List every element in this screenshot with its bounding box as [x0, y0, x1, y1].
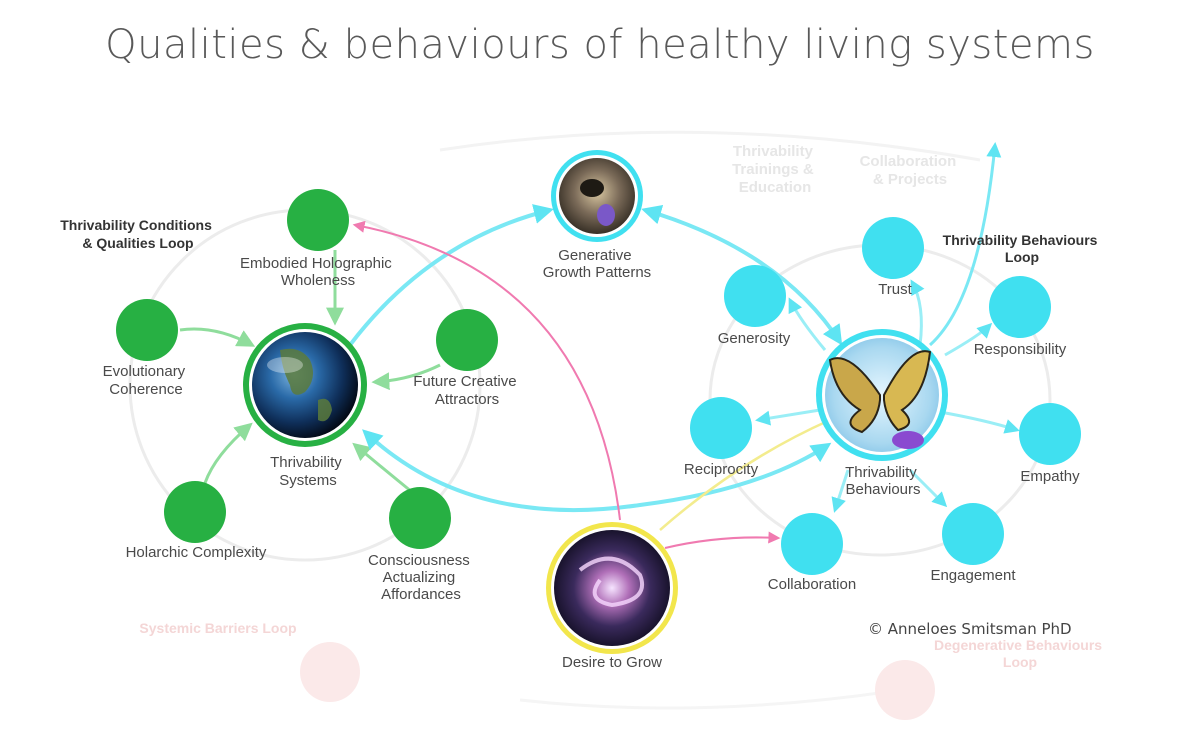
generosity-label: Generosity [718, 330, 791, 347]
holarchic-node [164, 481, 226, 543]
faint-red-node [875, 660, 935, 720]
desire-to-grow-node [546, 522, 678, 654]
trust-label: Trust [878, 281, 912, 298]
empathy-node [1019, 403, 1081, 465]
generative-growth-node [551, 150, 643, 242]
galaxy-icon [578, 556, 644, 608]
conditions-loop-label: Thrivability Conditions & Qualities Loop [60, 217, 216, 251]
green-arrows [179, 250, 441, 494]
consciousness-label: Consciousness Actualizing Affordances [368, 552, 474, 603]
copyright-text: © Anneloes Smitsman PhD [868, 620, 1072, 638]
reciprocity-label: Reciprocity [684, 461, 759, 478]
embodied-node [287, 189, 349, 251]
behaviours-loop-label: Thrivability Behaviours Loop [943, 232, 1102, 265]
earth-icon [280, 348, 332, 422]
behaviours-label: Thrivability Behaviours [845, 464, 921, 498]
engagement-node [942, 503, 1004, 565]
behaviours-nodes [690, 217, 1081, 575]
trust-node [862, 217, 924, 279]
yellow-arrow [659, 418, 831, 531]
collaboration-label: Collaboration [768, 576, 856, 593]
trainings-label: Thrivability Trainings & Education [732, 143, 818, 196]
holarchic-label: Holarchic Complexity [126, 544, 267, 561]
cyan-arrows [348, 142, 1002, 513]
generative-label: Generative Growth Patterns [543, 247, 651, 281]
thrivability-behaviours-node [816, 329, 948, 461]
evolutionary-node [116, 299, 178, 361]
generosity-node [724, 265, 786, 327]
evolutionary-label: Evolutionary Coherence [103, 363, 190, 398]
collaboration-node [781, 513, 843, 575]
responsibility-label: Responsibility [974, 341, 1067, 358]
degenerative-loop-label: Degenerative Behaviours Loop [934, 637, 1106, 670]
desire-label: Desire to Grow [562, 654, 662, 671]
page-title: Qualities & behaviours of healthy living… [105, 22, 1095, 68]
barriers-loop-label: Systemic Barriers Loop [139, 620, 296, 636]
bee-icon [580, 179, 604, 197]
cyan-small-arrows [755, 279, 1020, 513]
conditions-nodes [116, 189, 498, 549]
embodied-label: Embodied Holographic Wholeness [240, 255, 396, 289]
empathy-label: Empathy [1020, 468, 1080, 485]
butterfly-icon [828, 350, 932, 449]
consciousness-node [389, 487, 451, 549]
systems-label: Thrivability Systems [270, 454, 346, 489]
engagement-label: Engagement [930, 567, 1016, 584]
future-label: Future Creative Attractors [413, 373, 521, 408]
reciprocity-node [690, 397, 752, 459]
node-labels: Embodied Holographic Wholeness Evolution… [103, 247, 1080, 671]
pink-arrows [352, 220, 781, 549]
future-node [436, 309, 498, 371]
responsibility-node [989, 276, 1051, 338]
faint-loop-labels: Thrivability Trainings & Education Colla… [139, 143, 1106, 720]
collaboration-projects-label: Collaboration & Projects [860, 153, 961, 188]
thrivability-systems-node [243, 323, 367, 447]
faint-red-node [300, 642, 360, 702]
